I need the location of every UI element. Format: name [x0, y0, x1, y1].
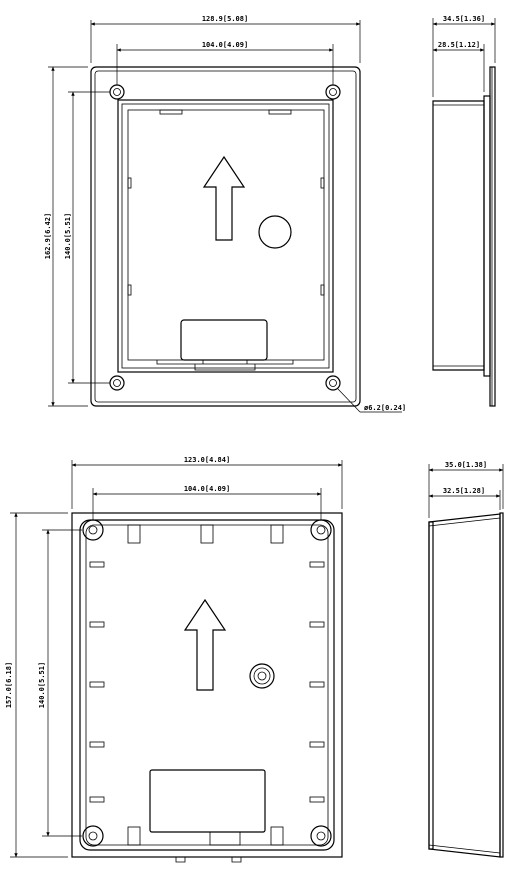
top-tab-right	[268, 109, 292, 115]
top-side-view: 34.5[1.36] 28.5[1.12]	[432, 15, 496, 407]
right-notch-2	[320, 284, 325, 296]
dim-side2-depth: 35.0[1.38]	[428, 461, 504, 518]
top-outer-frame-inner	[94, 70, 357, 403]
bottom-front-view: 123.0[4.84] 104.0[4.09] 157.0[6.18] 140.…	[5, 456, 343, 863]
bottom-opening	[149, 769, 266, 833]
bottom-side-back	[428, 521, 434, 850]
top-bottom-opening	[180, 319, 268, 361]
dim-top-hole-diameter: ø6.2[0.24]	[337, 388, 406, 413]
bottom-bottom-tab-2	[270, 826, 284, 846]
dim-top-height: 162.9[6.42]	[44, 66, 88, 407]
dim-bottom-height: 157.0[6.18]	[5, 512, 68, 858]
top-recess-middle	[121, 103, 330, 369]
left-notch-2	[127, 284, 132, 296]
dim-top-width-label: 128.9[5.08]	[202, 15, 248, 23]
dim-top-hole-height-label: 140.0[5.51]	[64, 213, 72, 259]
bottom-side-tabs	[89, 561, 325, 803]
bottom-mounting-holes	[82, 519, 332, 847]
dim-top-hole-span-label: 104.0[4.09]	[202, 41, 248, 49]
bottom-up-arrow-icon	[183, 598, 227, 691]
top-bottom-lip	[156, 360, 294, 365]
bottom-inner-wall	[79, 519, 335, 851]
top-cable-hole	[258, 215, 292, 249]
bottom-inner-wall-2	[85, 524, 329, 846]
bottom-outer-frame	[71, 512, 343, 858]
dim-top-hole-span: 104.0[4.09]	[116, 41, 334, 85]
dim-bottom-hole-span: 104.0[4.09]	[92, 485, 322, 520]
top-front-view: 128.9[5.08] 104.0[4.09] 162.9[6.42] 140.…	[44, 15, 406, 413]
top-recess-inner	[127, 109, 325, 361]
dim-bottom-hole-height-label: 140.0[5.51]	[38, 662, 46, 708]
top-bottom-tab	[194, 364, 256, 371]
left-notch-1	[127, 177, 132, 189]
dim-bottom-width-label: 123.0[4.84]	[184, 456, 230, 464]
bottom-side-body	[428, 513, 501, 858]
dim-bottom-hole-span-label: 104.0[4.09]	[184, 485, 230, 493]
bottom-foot-right	[231, 857, 242, 863]
top-mounting-holes	[109, 84, 341, 391]
dim-top-hole-height: 140.0[5.51]	[64, 91, 110, 384]
top-tab-left	[159, 109, 183, 115]
bottom-top-tab-2	[200, 524, 214, 544]
dim-side1-depth-label: 34.5[1.36]	[443, 15, 485, 23]
dim-bottom-hole-height: 140.0[5.51]	[38, 529, 82, 837]
bottom-side-flange	[499, 512, 504, 858]
top-outer-frame	[90, 66, 361, 407]
bottom-foot-left	[175, 857, 186, 863]
top-side-rim	[483, 95, 491, 377]
top-side-body	[432, 100, 485, 371]
bottom-top-tab-3	[270, 524, 284, 544]
bottom-top-tab-1	[127, 524, 141, 544]
dim-side2-inner: 32.5[1.28]	[428, 487, 501, 510]
bottom-side-view: 35.0[1.38] 32.5[1.28]	[428, 461, 504, 858]
dim-side2-inner-label: 32.5[1.28]	[443, 487, 485, 495]
bottom-opening-tab	[209, 831, 241, 846]
dim-side1-depth: 34.5[1.36]	[432, 15, 496, 97]
dim-side2-depth-label: 35.0[1.38]	[445, 461, 487, 469]
dim-top-width: 128.9[5.08]	[90, 15, 361, 63]
top-recess-outer	[117, 99, 334, 373]
dim-top-hole-diameter-label: ø6.2[0.24]	[364, 404, 406, 412]
dim-bottom-height-label: 157.0[6.18]	[5, 662, 13, 708]
bottom-bottom-tab-1	[127, 826, 141, 846]
top-up-arrow-icon	[202, 155, 246, 241]
right-notch-1	[320, 177, 325, 189]
bottom-screw-boss	[249, 663, 275, 689]
dim-top-height-label: 162.9[6.42]	[44, 213, 52, 259]
top-side-flange	[489, 66, 496, 407]
dim-side1-inner: 28.5[1.12]	[432, 41, 485, 92]
dim-bottom-width: 123.0[4.84]	[71, 456, 343, 509]
dim-side1-inner-label: 28.5[1.12]	[438, 41, 480, 49]
